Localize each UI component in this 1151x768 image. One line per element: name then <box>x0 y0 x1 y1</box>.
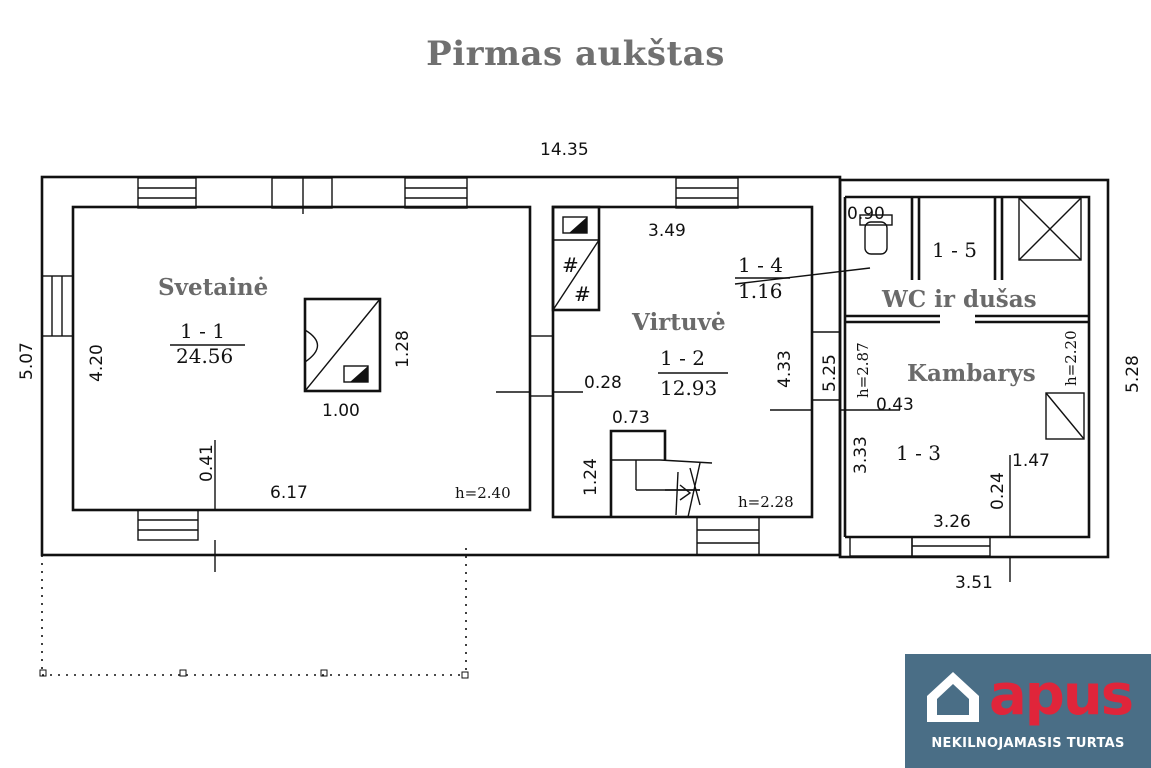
house-icon <box>927 672 979 722</box>
room-code-kitchen: 1 - 2 <box>660 346 705 370</box>
dim-wc-width: 0.90 <box>847 204 885 224</box>
dim-offset-041: 0.41 <box>197 444 217 482</box>
dim-stairs-height: 1.24 <box>581 458 601 496</box>
kitchen-counter: # # <box>551 205 601 312</box>
room-area-living: 24.56 <box>176 344 233 368</box>
dim-left-height: 5.07 <box>17 342 37 380</box>
room-area-hall: 1.16 <box>738 279 783 303</box>
brand-logo: apus NEKILNOJAMASIS TURTAS <box>905 654 1151 768</box>
room-name-wc: WC ir dušas <box>881 286 1037 313</box>
dim-room-043: 0.43 <box>876 395 914 415</box>
logo-tagline: NEKILNOJAMASIS TURTAS <box>931 736 1125 751</box>
svg-text:#: # <box>574 282 591 306</box>
dim-stove-height: 1.28 <box>393 330 413 368</box>
svg-text:#: # <box>562 253 579 277</box>
dim-corridor-height: 5.25 <box>820 354 840 392</box>
dim-total-length: 14.35 <box>540 140 589 160</box>
dim-room-024: 0.24 <box>988 472 1008 510</box>
dim-room-147: 1.47 <box>1012 451 1050 471</box>
dim-right-height: 5.28 <box>1123 355 1143 393</box>
partitions <box>845 197 1089 440</box>
logo-wordmark: apus <box>989 663 1134 728</box>
room-height-living: h=2.40 <box>455 484 511 502</box>
stairs <box>609 429 713 518</box>
dim-kitchen-height: 4.33 <box>775 350 795 388</box>
dim-stairs-width: 0.73 <box>612 408 650 428</box>
room-code-hall: 1 - 4 <box>738 253 783 277</box>
dim-bottom-351: 3.51 <box>955 573 993 593</box>
windows <box>41 177 991 557</box>
room-code-bedroom: 1 - 3 <box>896 441 941 465</box>
room-code-wc: 1 - 5 <box>932 238 977 262</box>
room-code-living: 1 - 1 <box>180 319 225 343</box>
dim-partition-028: 0.28 <box>584 373 622 393</box>
terrace-outline <box>39 548 469 679</box>
page-title: Pirmas aukštas <box>426 34 725 74</box>
room-name-living: Svetainė <box>158 274 268 301</box>
room-name-kitchen: Virtuvė <box>631 309 726 336</box>
dim-living-width: 6.17 <box>270 483 308 503</box>
dim-kitchen-width: 3.49 <box>648 221 686 241</box>
dim-living-inner-height: 4.20 <box>87 344 107 382</box>
room-height-wc: h=2.20 <box>1062 330 1080 386</box>
dim-stove-width: 1.00 <box>322 401 360 421</box>
room-height-bedroom: h=2.87 <box>854 342 872 398</box>
dim-room-left-height: 3.33 <box>851 436 871 474</box>
room-name-bedroom: Kambarys <box>907 360 1036 387</box>
room-height-kitchen: h=2.28 <box>738 493 794 511</box>
stove-symbol <box>303 297 382 393</box>
room-area-kitchen: 12.93 <box>660 376 717 400</box>
dimension-lines <box>170 267 1011 582</box>
dim-room-width: 3.26 <box>933 512 971 532</box>
